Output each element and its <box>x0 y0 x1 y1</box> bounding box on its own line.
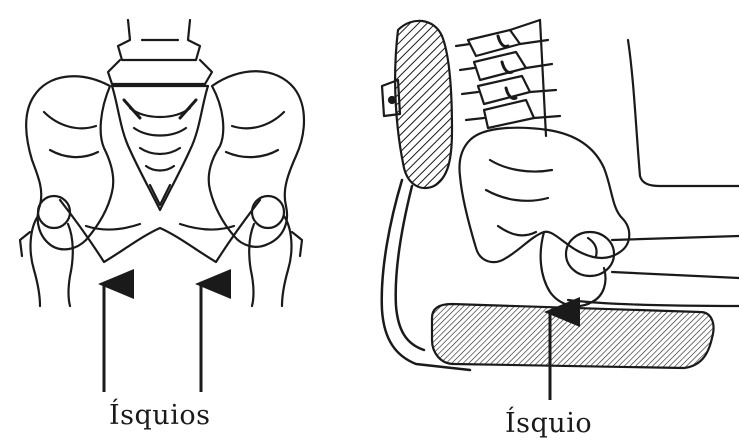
ilium-side <box>459 128 629 262</box>
right-iliac-wing <box>209 71 304 247</box>
caption-ischia: Ísquios <box>109 400 210 431</box>
left-arrows <box>104 284 201 392</box>
spine-side <box>456 20 560 136</box>
femur-side <box>566 232 739 278</box>
lumbar-vertebra <box>108 20 212 84</box>
left-femur <box>20 196 73 306</box>
seated-side-view <box>382 20 739 370</box>
left-iliac-wing <box>26 76 113 249</box>
pelvis-front-view <box>20 20 304 306</box>
seat-cushion <box>432 304 714 368</box>
caption-ischium: Ísquio <box>505 408 592 439</box>
right-femur <box>249 196 302 306</box>
backrest-cushion <box>395 21 452 188</box>
body-back-outline <box>628 40 739 186</box>
